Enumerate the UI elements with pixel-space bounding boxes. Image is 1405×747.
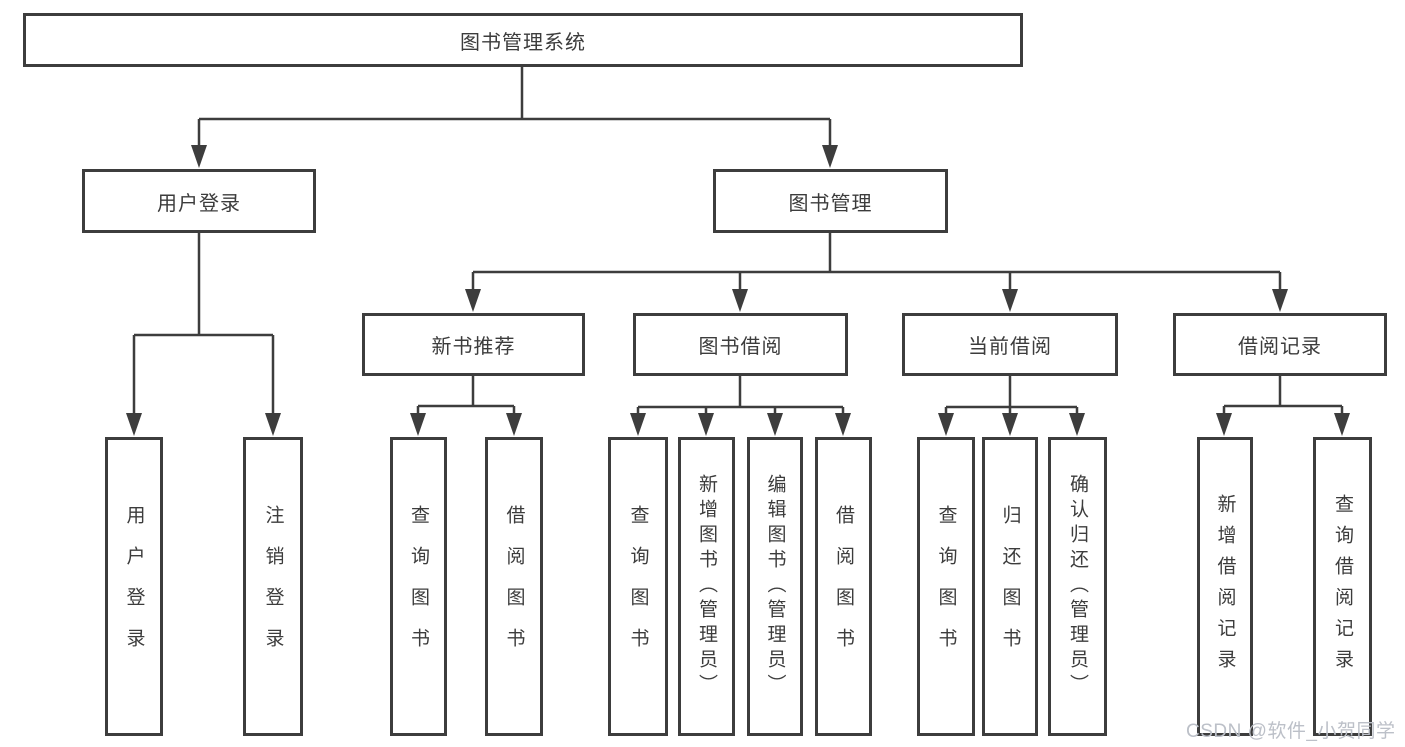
node-label: 归还图书 [999,504,1021,669]
connector-current-borrow-group [944,376,1079,414]
node-label: 借阅图书 [503,504,525,669]
node-label: 用户登录 [123,504,145,669]
node-label: 确认归还（管理员） [1067,474,1088,699]
arrow-down-icon [465,289,481,312]
arrow-down-icon [630,413,646,436]
node-label: 查询图书 [627,504,649,669]
node-library-management-system: 图书管理系统 [23,13,1023,67]
arrow-down-icon [938,413,954,436]
connector-book-borrow-group [636,376,845,414]
leaf-add-borrow-record: 新增借阅记录 [1197,437,1253,736]
arrow-down-icon [1216,413,1232,436]
node-label: 查询图书 [408,504,429,669]
arrow-down-icon [191,145,207,168]
arrow-down-icon [1334,413,1350,436]
node-label: 借阅图书 [833,504,854,669]
arrow-down-icon [698,413,714,436]
connector-new-book-group [416,375,516,414]
node-label: 当前借阅 [968,336,1052,358]
connector-user-login-to-children [132,233,275,414]
node-label: 新书推荐 [431,336,516,358]
arrow-down-icon [732,289,748,312]
node-label: 查询图书 [935,504,957,669]
node-label: 图书管理 [788,192,873,215]
node-book-management-branch: 图书管理 [713,169,948,233]
arrow-down-icon [835,413,851,436]
leaf-return-book: 归还图书 [982,437,1038,736]
node-new-book-recommend: 新书推荐 [362,313,585,376]
leaf-borrow-book: 借阅图书 [485,437,543,736]
node-current-borrow: 当前借阅 [902,313,1118,376]
node-label: 借阅记录 [1238,336,1322,358]
arrow-down-icon [126,413,142,436]
leaf-user-login: 用户登录 [105,437,163,736]
leaf-confirm-return-admin: 确认归还（管理员） [1048,437,1107,736]
node-label: 编辑图书（管理员） [764,474,786,699]
leaf-borrow-book: 借阅图书 [815,437,872,736]
arrow-down-icon [410,413,426,436]
arrow-down-icon [767,413,783,436]
node-label: 新增借阅记录 [1214,493,1236,680]
node-borrow-record: 借阅记录 [1173,313,1387,376]
node-label: 用户登录 [157,192,241,215]
arrow-down-icon [1272,289,1288,312]
node-label: 图书管理系统 [460,31,586,54]
connector-book-management-to-groups [471,233,1282,290]
leaf-query-book: 查询图书 [917,437,975,736]
node-user-login-branch: 用户登录 [82,169,316,233]
leaf-query-book: 查询图书 [390,437,447,736]
arrowheads [126,145,1350,436]
leaf-query-book: 查询图书 [608,437,668,736]
arrow-down-icon [265,413,281,436]
connector-borrow-record-group [1222,376,1344,414]
node-label: 查询借阅记录 [1332,493,1353,680]
leaf-edit-book-admin: 编辑图书（管理员） [747,437,803,736]
arrow-down-icon [1002,413,1018,436]
arrow-down-icon [506,413,522,436]
arrow-down-icon [822,145,838,168]
leaf-add-book-admin: 新增图书（管理员） [678,437,735,736]
node-label: 图书借阅 [698,336,783,358]
connector-root-to-level1 [197,67,832,146]
csdn-watermark: CSDN @软件_小贺同学 [1186,721,1396,742]
node-label: 注销登录 [262,504,284,669]
node-label: 新增图书（管理员） [696,474,717,699]
arrow-down-icon [1069,413,1085,436]
arrow-down-icon [1002,289,1018,312]
leaf-logout: 注销登录 [243,437,303,736]
node-book-borrow: 图书借阅 [633,313,848,376]
leaf-query-borrow-record: 查询借阅记录 [1313,437,1372,736]
